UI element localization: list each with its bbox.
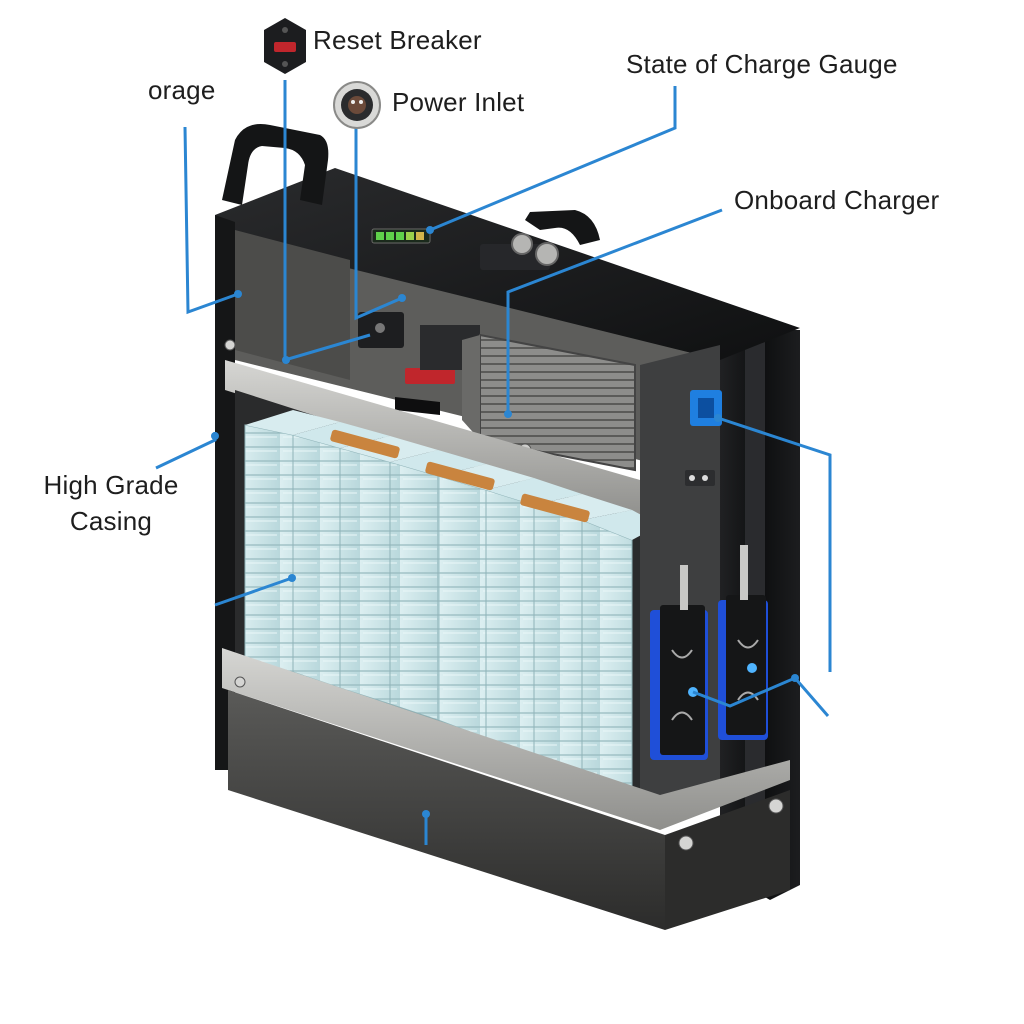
- leader-storage: [183, 126, 239, 315]
- callout-power-inlet: Power Inlet: [392, 87, 525, 117]
- leader-dots: [211, 226, 799, 818]
- callout-high-grade-casing: High Grade Casing: [26, 467, 196, 539]
- casing-left-rail: [215, 215, 235, 770]
- leader-onboard-charger: [506, 208, 723, 414]
- breaker-housing: [235, 230, 350, 380]
- reset-breaker-icon: [262, 16, 308, 76]
- callout-casing-line2: Casing: [69, 506, 153, 536]
- busbars: [330, 429, 590, 523]
- top-port-plate: [480, 244, 550, 270]
- carry-handle-right: [525, 210, 600, 245]
- callout-state-of-charge-gauge: State of Charge Gauge: [626, 49, 898, 79]
- callout-onboard-charger: Onboard Charger: [734, 185, 940, 215]
- leader-soc-gauge: [429, 86, 677, 232]
- power-inlet-icon: [332, 80, 382, 130]
- leader-terminals: [692, 676, 830, 717]
- leader-casing-upper: [155, 432, 217, 470]
- status-leds: [685, 470, 715, 486]
- base-skid-side: [665, 790, 790, 930]
- top-terminal-2: [535, 242, 559, 266]
- callout-reset-breaker: Reset Breaker: [313, 25, 482, 55]
- leader-lines: [155, 80, 832, 845]
- base-skid-front: [228, 690, 665, 930]
- leader-comm-port: [717, 416, 832, 672]
- top-terminal-1: [511, 233, 533, 255]
- cell-stacks: [244, 410, 660, 791]
- red-fuse: [405, 368, 455, 384]
- callout-casing-line1: High Grade: [43, 470, 179, 500]
- leader-casing-lower: [214, 576, 293, 607]
- callout-storage: orage: [148, 75, 216, 105]
- carry-handle-left: [222, 124, 329, 205]
- leader-power-inlet: [354, 128, 403, 321]
